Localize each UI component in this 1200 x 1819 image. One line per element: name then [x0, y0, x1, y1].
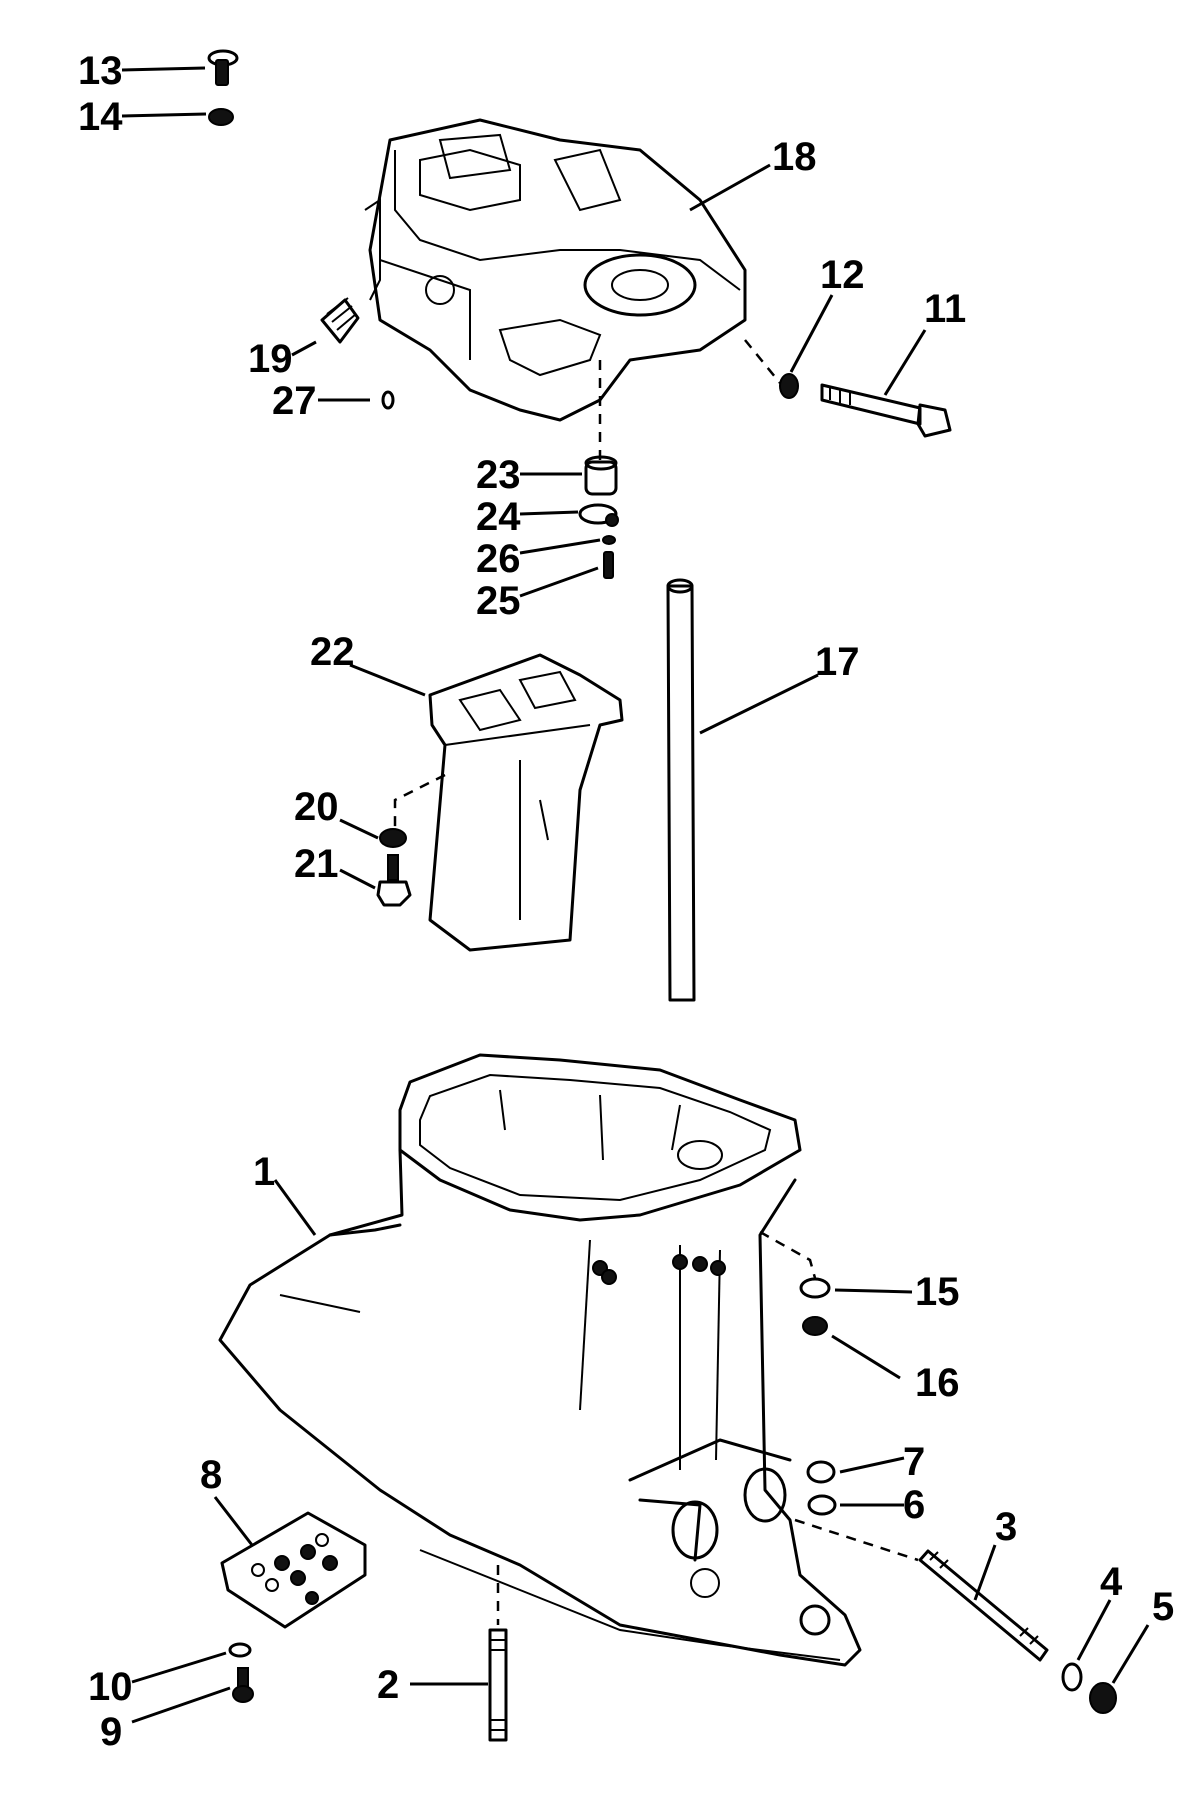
callout-18: 18 [772, 135, 817, 179]
nut-part-16 [802, 1316, 828, 1336]
callout-19: 19 [248, 337, 293, 381]
bushing-part-23 [584, 455, 618, 496]
callout-27: 27 [272, 379, 317, 423]
callout-11: 11 [924, 287, 966, 331]
washer-part-10 [228, 1642, 252, 1658]
washer-part-15 [799, 1277, 831, 1299]
bolt-part-21 [376, 854, 412, 907]
callout-labels: 13 14 18 12 11 19 27 23 24 26 25 22 17 2… [78, 49, 1174, 1754]
callout-1: 1 [253, 1150, 275, 1194]
callout-26: 26 [476, 537, 521, 581]
adapter-plate-part-18 [364, 118, 747, 422]
callout-3: 3 [995, 1505, 1017, 1549]
driveshaft-housing-part-1 [218, 1053, 862, 1667]
nut-part-7 [806, 1460, 836, 1484]
callout-23: 23 [476, 453, 521, 497]
stud-part-2 [488, 1628, 508, 1742]
callout-25: 25 [476, 579, 521, 623]
callout-6: 6 [903, 1483, 925, 1527]
stud-part-3 [918, 1549, 1049, 1662]
callout-16: 16 [915, 1361, 960, 1405]
screw-part-9 [232, 1667, 254, 1703]
exhaust-tube-part-22 [428, 653, 624, 952]
callout-21: 21 [294, 842, 339, 886]
callout-22: 22 [310, 630, 355, 674]
washer-part-4 [1061, 1662, 1083, 1692]
callout-9: 9 [100, 1710, 122, 1754]
washer-part-14 [208, 108, 234, 126]
plug-part-19 [320, 297, 360, 344]
retainer-part-24 [578, 503, 619, 527]
washer-part-12 [779, 373, 799, 399]
callout-15: 15 [915, 1270, 960, 1314]
washer-part-6 [807, 1494, 837, 1516]
driveshaft-part-17 [666, 578, 696, 1002]
callout-7: 7 [903, 1440, 925, 1484]
ring-part-27 [381, 390, 395, 410]
callout-12: 12 [820, 253, 865, 297]
callout-10: 10 [88, 1665, 133, 1709]
callout-24: 24 [476, 495, 521, 539]
callout-14: 14 [78, 95, 123, 139]
callout-4: 4 [1100, 1560, 1123, 1604]
callout-17: 17 [815, 640, 860, 684]
callout-2: 2 [377, 1663, 399, 1707]
washer-part-20 [379, 828, 407, 848]
screw-part-25 [603, 551, 614, 579]
callout-20: 20 [294, 785, 339, 829]
callout-5: 5 [1152, 1585, 1174, 1629]
screw-part-13 [207, 49, 239, 86]
callout-8: 8 [200, 1453, 222, 1497]
plate-part-8 [220, 1511, 367, 1629]
callout-13: 13 [78, 49, 123, 93]
nut-part-5 [1089, 1682, 1117, 1714]
bolt-part-11 [820, 383, 952, 438]
leader-lines [121, 66, 1150, 1724]
washer-part-26 [602, 535, 616, 545]
